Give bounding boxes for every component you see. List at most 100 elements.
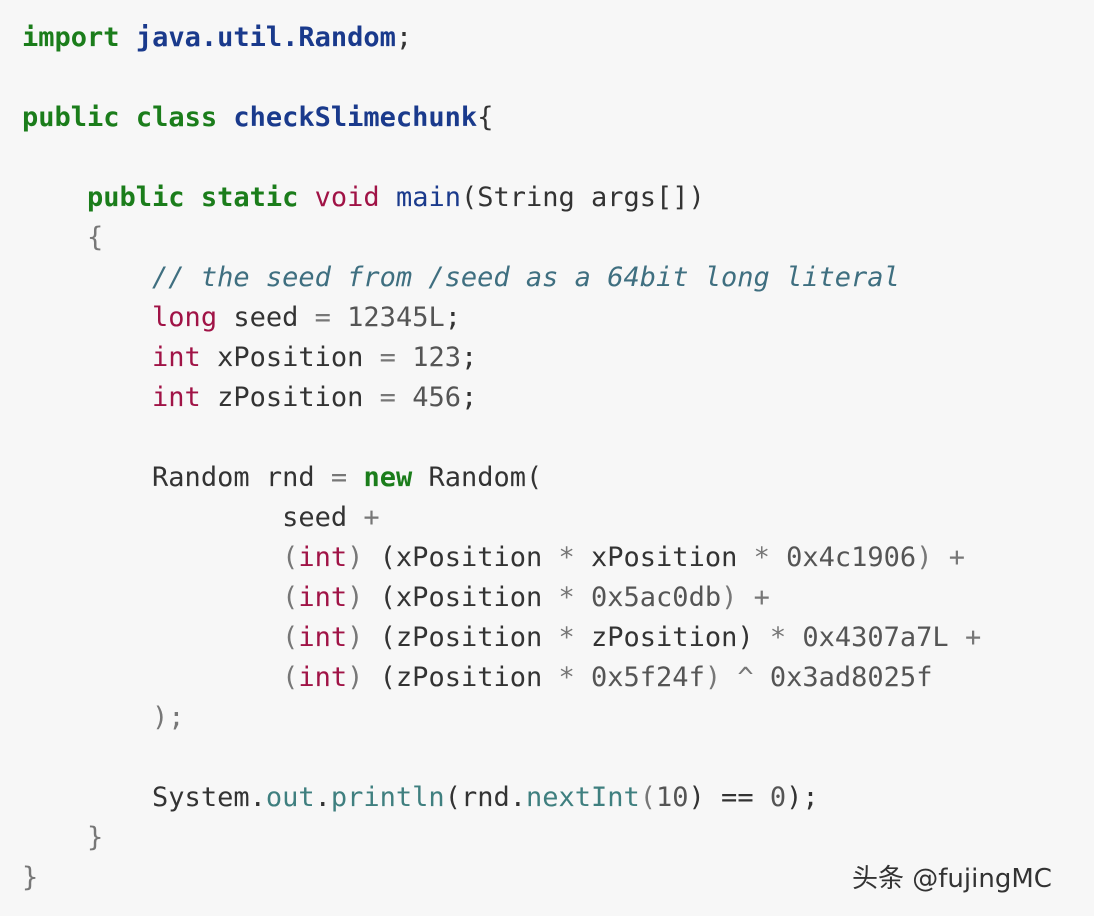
code-block: import java.util.Random; public class ch…: [22, 18, 981, 898]
code-line-20: System.out.println(rnd.nextInt(10) == 0)…: [22, 778, 981, 818]
code-line-3: public class checkSlimechunk{: [22, 98, 981, 138]
seed-literal: 12345L: [347, 302, 445, 333]
paren: ): [347, 622, 364, 653]
plus-op: +: [948, 542, 965, 573]
semicolon: ;: [460, 342, 478, 373]
keyword-static: static: [200, 182, 299, 213]
package-name: java.util.Random: [135, 22, 396, 53]
cast-int: int: [298, 622, 348, 653]
cast-int: int: [298, 542, 348, 573]
method-println: println: [330, 782, 445, 813]
code-line-22: }: [22, 858, 981, 898]
paren: ): [347, 662, 364, 693]
plus-op: +: [363, 502, 380, 533]
paren: (: [282, 622, 299, 653]
keyword-void: void: [314, 182, 380, 213]
paren: (: [639, 782, 657, 813]
keyword-new: new: [363, 462, 413, 493]
paren: (: [282, 662, 299, 693]
cast-int: int: [298, 662, 348, 693]
var-seed: seed: [282, 502, 348, 533]
close-paren: );: [786, 782, 819, 813]
expr: (zPosition: [379, 662, 543, 693]
mul-op: *: [558, 662, 575, 693]
code-line-14: (int) (xPosition * xPosition * 0x4c1906)…: [22, 538, 981, 578]
keyword-public: public: [87, 182, 185, 213]
expr: (zPosition: [379, 622, 543, 653]
paren: ): [916, 542, 933, 573]
close-paren: );: [152, 702, 185, 733]
paren: (: [282, 582, 299, 613]
close-brace: }: [22, 862, 39, 893]
code-line-16: (int) (zPosition * zPosition) * 0x4307a7…: [22, 618, 981, 658]
open-brace: {: [477, 102, 494, 133]
code-line-17: (int) (zPosition * 0x5f24f) ^ 0x3ad8025f: [22, 658, 981, 698]
comment: // the seed from /seed as a 64bit long l…: [152, 262, 900, 293]
semicolon: ;: [395, 22, 413, 53]
var-xposition: xPosition: [591, 542, 738, 573]
paren: ): [347, 582, 364, 613]
keyword-class: class: [135, 102, 218, 133]
paren: ): [347, 542, 364, 573]
expr: (xPosition: [379, 542, 543, 573]
hex-literal: 0x4307a7L: [802, 622, 949, 653]
open-brace: {: [87, 222, 104, 253]
assign-op: =: [379, 342, 396, 373]
type-int: int: [152, 382, 201, 413]
paren: ): [704, 662, 722, 693]
mul-op: *: [558, 582, 575, 613]
code-line-10: int zPosition = 456;: [22, 378, 981, 418]
xposition-literal: 123: [412, 342, 461, 373]
code-line-19: [22, 738, 981, 778]
type-random: Random: [152, 462, 250, 493]
mul-op: *: [769, 622, 787, 653]
code-line-12: Random rnd = new Random(: [22, 458, 981, 498]
method-nextint: nextInt: [525, 782, 640, 813]
assign-op: =: [314, 302, 331, 333]
code-line-21: }: [22, 818, 981, 858]
code-line-2: [22, 58, 981, 98]
compare-op: ) ==: [688, 782, 754, 813]
hex-literal: 0x4c1906: [786, 542, 917, 573]
zposition-literal: 456: [412, 382, 461, 413]
semicolon: ;: [460, 382, 478, 413]
type-long: long: [152, 302, 218, 333]
mul-op: *: [753, 542, 770, 573]
literal-ten: 10: [656, 782, 689, 813]
expr: (xPosition: [379, 582, 543, 613]
code-line-13: seed +: [22, 498, 981, 538]
method-name: main: [395, 182, 461, 213]
class-name: checkSlimechunk: [233, 102, 478, 133]
args: (rnd.: [444, 782, 526, 813]
hex-literal: 0x3ad8025f: [769, 662, 933, 693]
var-zposition: zPosition: [217, 382, 364, 413]
var-rnd: rnd: [265, 462, 315, 493]
mul-op: *: [558, 622, 575, 653]
code-line-5: public static void main(String args[]): [22, 178, 981, 218]
keyword-import: import: [22, 22, 120, 53]
code-line-9: int xPosition = 123;: [22, 338, 981, 378]
plus-op: +: [964, 622, 982, 653]
var-zposition: zPosition): [591, 622, 754, 653]
keyword-public: public: [22, 102, 120, 133]
watermark: 头条 @fujingMC: [852, 864, 1052, 894]
mul-op: *: [558, 542, 575, 573]
code-line-11: [22, 418, 981, 458]
assign-op: =: [330, 462, 348, 493]
paren: (: [282, 542, 299, 573]
type-int: int: [152, 342, 201, 373]
hex-literal: 0x5f24f: [591, 662, 705, 693]
assign-op: =: [379, 382, 396, 413]
code-line-18: );: [22, 698, 981, 738]
hex-literal: 0x5ac0db: [591, 582, 722, 613]
dot: .: [314, 782, 331, 813]
xor-op: ^: [737, 662, 754, 693]
semicolon: ;: [444, 302, 461, 333]
var-xposition: xPosition: [217, 342, 364, 373]
plus-op: +: [753, 582, 770, 613]
field-out: out: [265, 782, 315, 813]
system-class: System.: [152, 782, 266, 813]
paren: ): [721, 582, 738, 613]
code-line-6: {: [22, 218, 981, 258]
code-line-8: long seed = 12345L;: [22, 298, 981, 338]
